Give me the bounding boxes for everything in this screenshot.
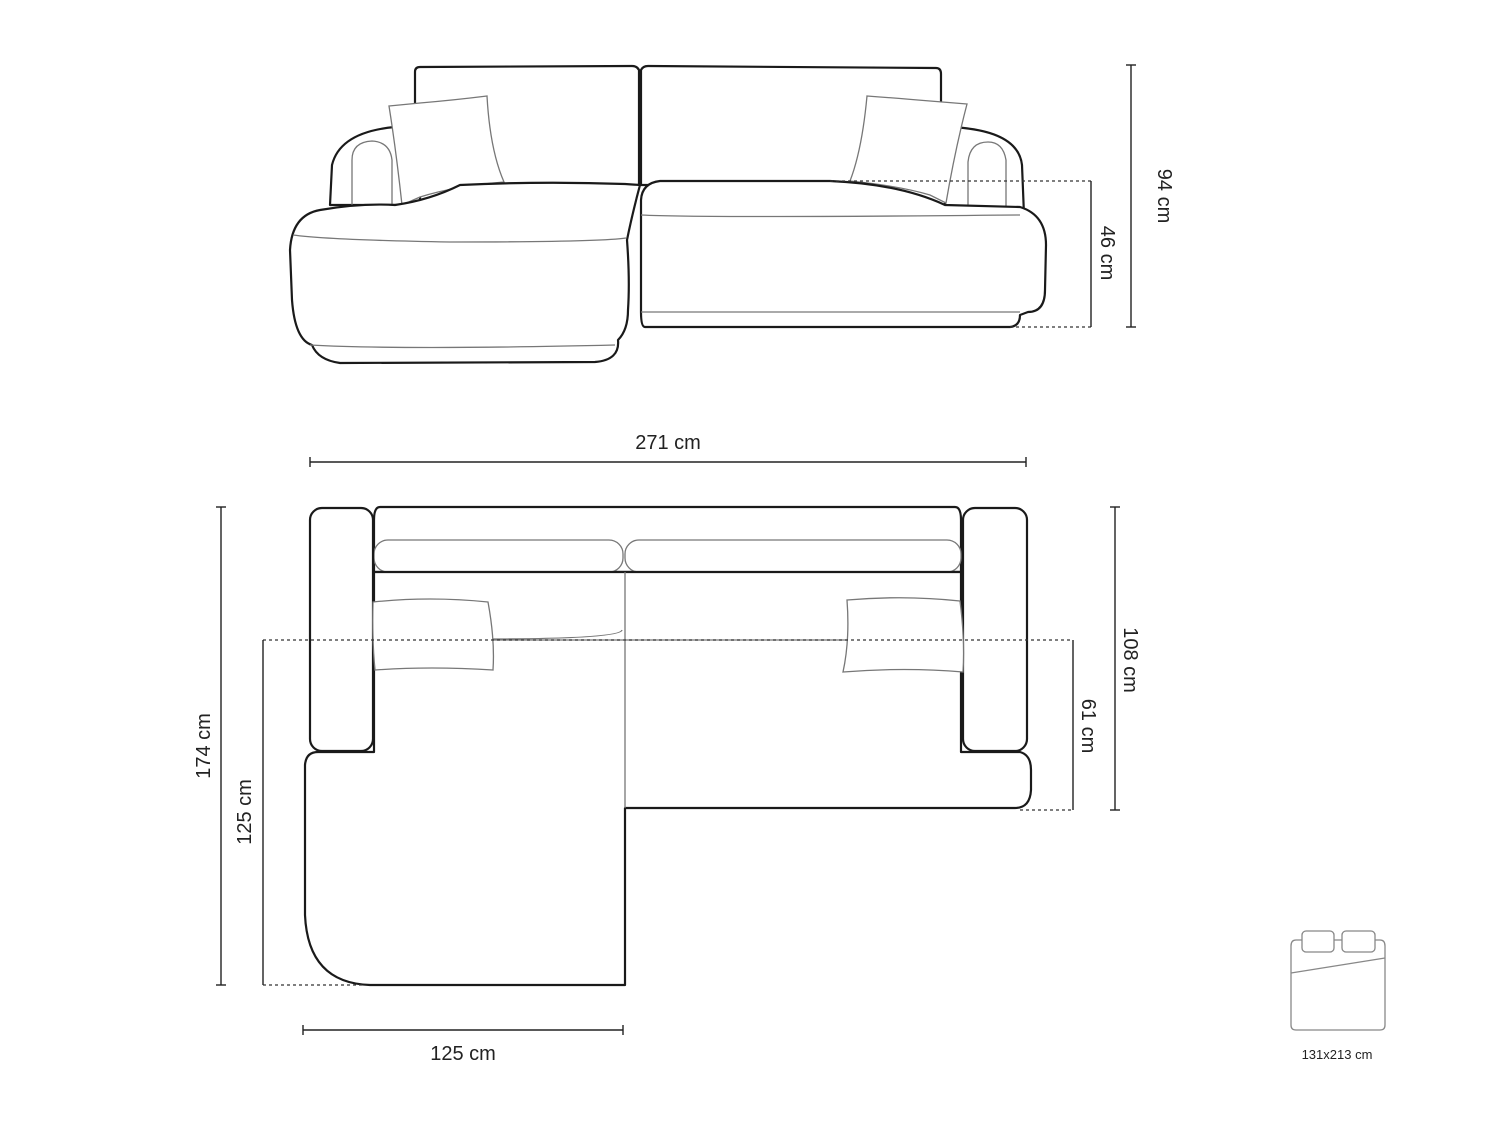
pillow-right-top [842, 597, 965, 673]
arm-right-top [961, 506, 1029, 753]
dimension-sofa-depth: 108 cm [1110, 506, 1141, 811]
seat-top [303, 570, 1033, 987]
label-seat-depth: 61 cm [1077, 699, 1099, 753]
label-chaise-width: 125 cm [430, 1043, 496, 1065]
arm-left-top [308, 506, 375, 753]
front-view [288, 64, 1048, 365]
bed-size-label: 131x213 cm [1302, 1047, 1373, 1062]
pillow-left-top [372, 598, 495, 671]
top-view [303, 505, 1033, 987]
label-sofa-depth: 108 cm [1119, 627, 1141, 693]
label-seat-height: 46 cm [1096, 226, 1118, 280]
dimension-seat-depth: 61 cm [1020, 640, 1099, 811]
label-overall-depth: 174 cm [193, 713, 215, 779]
dimension-chaise-length: 125 cm [234, 639, 1073, 986]
dimension-overall-depth: 174 cm [193, 506, 226, 986]
label-chaise-length: 125 cm [234, 779, 256, 845]
label-total-height: 94 cm [1153, 169, 1175, 223]
back-cushion-left [373, 539, 624, 573]
dimension-chaise-width: 125 cm [302, 1025, 624, 1065]
label-overall-width: 271 cm [635, 432, 701, 454]
dimension-overall-width: 271 cm [309, 432, 1027, 467]
dimension-seat-height: 46 cm [830, 180, 1118, 328]
chaise-front [288, 181, 642, 365]
back-cushion-right [624, 539, 962, 573]
bed-icon: 131x213 cm [1290, 930, 1386, 1062]
dimension-height-total: 94 cm [1126, 64, 1175, 328]
pillow-left [388, 95, 505, 206]
